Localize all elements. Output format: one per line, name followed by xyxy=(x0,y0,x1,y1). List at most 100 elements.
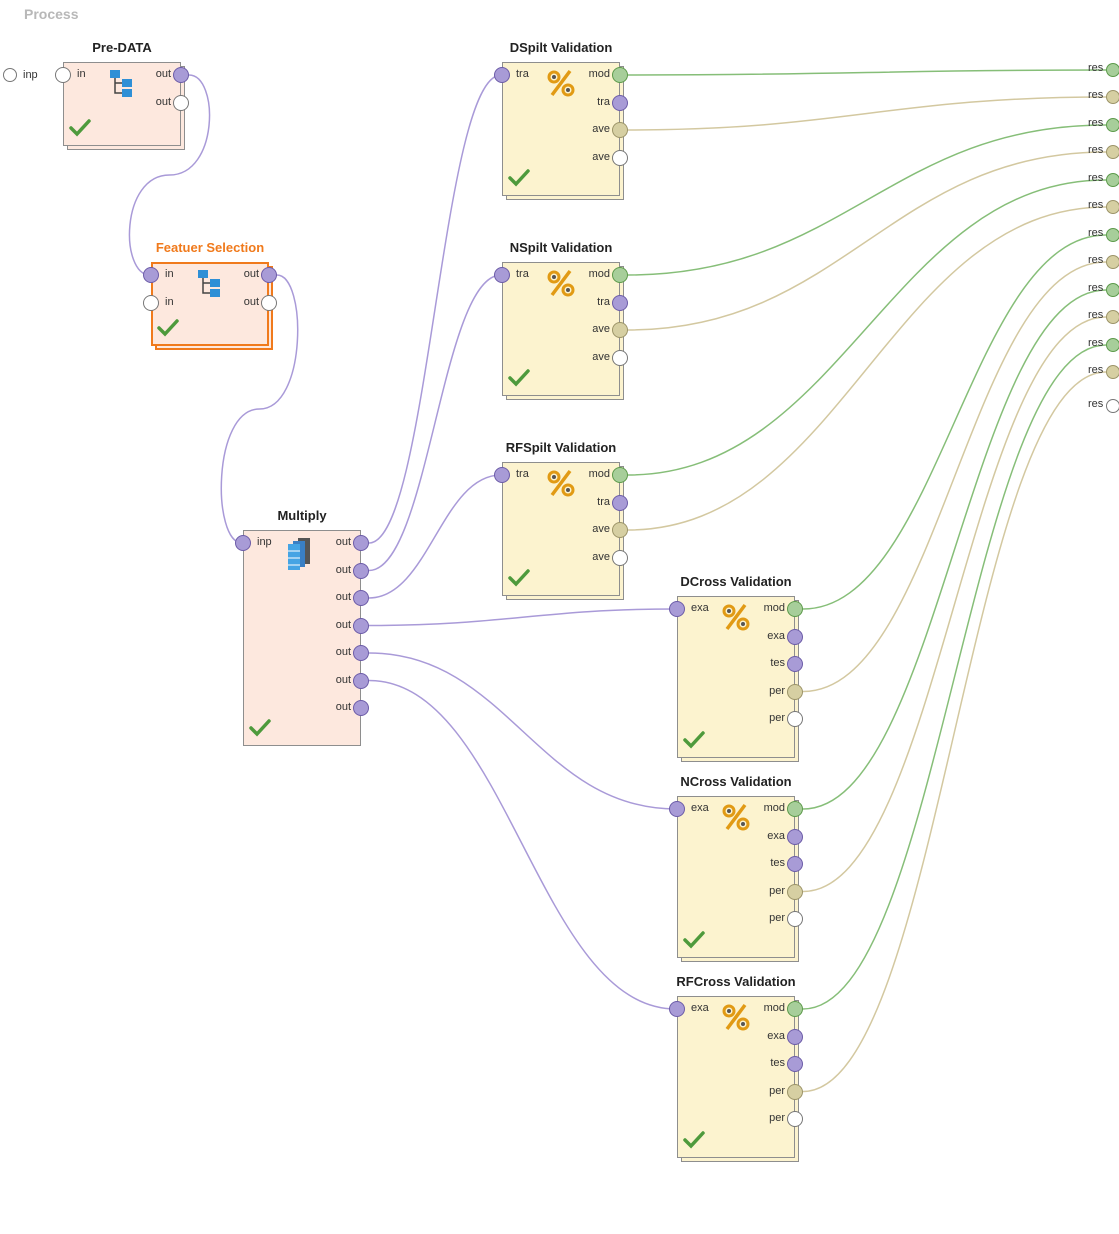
output-port[interactable] xyxy=(612,495,628,511)
result-port[interactable] xyxy=(1106,200,1119,214)
output-port[interactable] xyxy=(612,550,628,566)
output-port[interactable] xyxy=(173,95,189,111)
output-port[interactable] xyxy=(261,295,277,311)
output-port[interactable] xyxy=(787,1111,803,1127)
result-port[interactable] xyxy=(1106,90,1119,104)
output-port[interactable] xyxy=(612,122,628,138)
result-port[interactable] xyxy=(1106,399,1119,413)
wire-nsplit-model-to-result[interactable] xyxy=(628,125,1106,275)
wire-nsplit-perf-to-result[interactable] xyxy=(628,152,1106,330)
output-port[interactable] xyxy=(261,267,277,283)
output-port[interactable] xyxy=(612,295,628,311)
output-port-label: mod xyxy=(764,802,785,815)
wire-rfsplit-perf-to-result[interactable] xyxy=(628,207,1106,530)
output-port[interactable] xyxy=(353,618,369,634)
wire-dcross-perf-to-result[interactable] xyxy=(803,262,1106,692)
operator-title[interactable]: DSpilt Validation xyxy=(462,40,660,55)
wire-multiply-to-dsplit[interactable] xyxy=(369,75,501,543)
output-port[interactable] xyxy=(612,522,628,538)
output-port[interactable] xyxy=(787,1029,803,1045)
wire-multiply-to-ncross[interactable] xyxy=(369,653,676,809)
operator-title[interactable]: Featuer Selection xyxy=(111,240,309,255)
input-port[interactable] xyxy=(235,535,251,551)
output-port[interactable] xyxy=(612,95,628,111)
operator-title[interactable]: Multiply xyxy=(203,508,401,523)
output-port[interactable] xyxy=(612,67,628,83)
operator-title[interactable]: NCross Validation xyxy=(637,774,835,789)
output-port[interactable] xyxy=(612,350,628,366)
output-port[interactable] xyxy=(787,884,803,900)
wire-rfsplit-model-to-result[interactable] xyxy=(628,180,1106,475)
output-port[interactable] xyxy=(787,1001,803,1017)
result-port[interactable] xyxy=(1106,255,1119,269)
wire-rfcross-model-to-result[interactable] xyxy=(803,345,1106,1009)
output-port[interactable] xyxy=(353,590,369,606)
output-port[interactable] xyxy=(612,150,628,166)
output-port[interactable] xyxy=(787,629,803,645)
output-port[interactable] xyxy=(353,645,369,661)
output-port[interactable] xyxy=(612,322,628,338)
input-port[interactable] xyxy=(55,67,71,83)
wire-dcross-model-to-result[interactable] xyxy=(803,235,1106,609)
wire-dsplit-model-to-result[interactable] xyxy=(628,70,1106,75)
operator-dcross[interactable]: DCross Validation examodexatesperper xyxy=(677,596,795,758)
output-port[interactable] xyxy=(787,1084,803,1100)
operator-title[interactable]: NSpilt Validation xyxy=(462,240,660,255)
input-port[interactable] xyxy=(669,801,685,817)
output-port[interactable] xyxy=(787,911,803,927)
output-port[interactable] xyxy=(173,67,189,83)
output-port[interactable] xyxy=(612,267,628,283)
output-port[interactable] xyxy=(612,467,628,483)
input-port[interactable] xyxy=(494,67,510,83)
operator-title[interactable]: RFCross Validation xyxy=(637,974,835,989)
result-port[interactable] xyxy=(1106,283,1119,297)
input-port[interactable] xyxy=(669,601,685,617)
input-port[interactable] xyxy=(494,267,510,283)
wire-multiply-to-dcross[interactable] xyxy=(369,609,676,626)
process-input-port[interactable] xyxy=(3,68,17,82)
wire-rfcross-perf-to-result[interactable] xyxy=(803,372,1106,1092)
result-port[interactable] xyxy=(1106,63,1119,77)
input-port[interactable] xyxy=(143,295,159,311)
result-port[interactable] xyxy=(1106,118,1119,132)
result-port[interactable] xyxy=(1106,228,1119,242)
wire-ncross-perf-to-result[interactable] xyxy=(803,317,1106,892)
wire-multiply-to-rfcross[interactable] xyxy=(369,681,676,1010)
input-port[interactable] xyxy=(669,1001,685,1017)
output-port[interactable] xyxy=(787,601,803,617)
result-port[interactable] xyxy=(1106,338,1119,352)
output-port[interactable] xyxy=(787,684,803,700)
input-port[interactable] xyxy=(143,267,159,283)
result-port[interactable] xyxy=(1106,173,1119,187)
output-port[interactable] xyxy=(787,711,803,727)
output-port[interactable] xyxy=(353,673,369,689)
output-port[interactable] xyxy=(787,801,803,817)
output-port[interactable] xyxy=(353,700,369,716)
operator-title[interactable]: RFSpilt Validation xyxy=(462,440,660,455)
wire-multiply-to-rfsplit[interactable] xyxy=(369,475,501,598)
input-port[interactable] xyxy=(494,467,510,483)
wire-dsplit-perf-to-result[interactable] xyxy=(628,97,1106,130)
result-port[interactable] xyxy=(1106,145,1119,159)
result-port[interactable] xyxy=(1106,365,1119,379)
output-port[interactable] xyxy=(787,829,803,845)
operator-title[interactable]: Pre-DATA xyxy=(23,40,221,55)
wire-multiply-to-nsplit[interactable] xyxy=(369,275,501,571)
output-port[interactable] xyxy=(787,856,803,872)
output-port[interactable] xyxy=(787,1056,803,1072)
output-port[interactable] xyxy=(353,563,369,579)
operator-title[interactable]: DCross Validation xyxy=(637,574,835,589)
output-port[interactable] xyxy=(353,535,369,551)
output-port[interactable] xyxy=(787,656,803,672)
result-port[interactable] xyxy=(1106,310,1119,324)
tree-icon xyxy=(108,68,136,103)
